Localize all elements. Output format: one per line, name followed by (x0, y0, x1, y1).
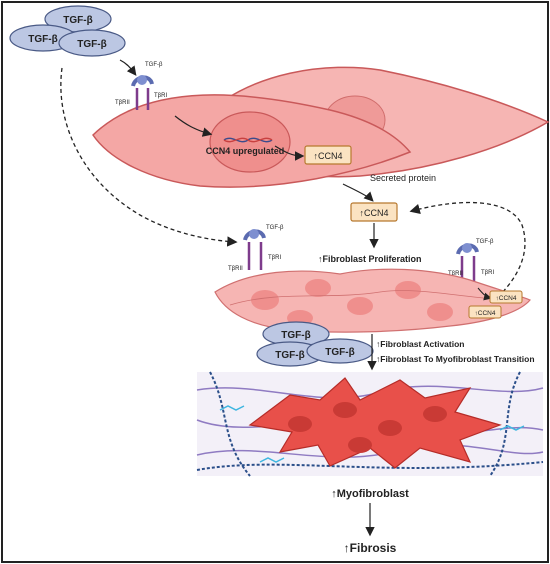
proliferation-label: ↑Fibroblast Proliferation (318, 254, 422, 264)
receptor-type2-label: TβRII (115, 100, 130, 106)
receptor-type1-label: TβRI (268, 255, 281, 261)
ccn4-box (304, 145, 352, 165)
activation-label: ↑Fibroblast Activation (376, 339, 464, 349)
ccn4-box-small (489, 290, 523, 304)
myofibroblast-panel (196, 371, 544, 477)
transition-label: ↑Fibroblast To Myofibroblast Transition (376, 354, 535, 364)
receptor-mid-right: TGF-β TβRII TβRI (448, 239, 494, 284)
front-nucleus (209, 111, 291, 173)
receptor-ligand-icon (137, 75, 147, 85)
fibrosis-label: ↑Fibrosis (344, 541, 397, 555)
tgf-label: TGF-β (63, 15, 92, 26)
ccn4-small-label: ↑CCN4 (475, 310, 496, 317)
tgf-label: TGF-β (325, 347, 354, 358)
receptor-tgf-label: TGF-β (266, 225, 284, 231)
receptor-tgf-label: TGF-β (476, 239, 494, 245)
receptor-type1-label: TβRI (481, 270, 494, 276)
dashed-arrow (60, 67, 238, 247)
dna-icon (223, 137, 273, 143)
receptor-type1-label: TβRI (154, 93, 167, 99)
myofibroblast-label: ↑Myofibroblast (331, 488, 409, 500)
top-cells: CCN4 upregulated (92, 66, 550, 188)
tgf-cluster-top: TGF-β TGF-β TGF-β (9, 5, 126, 57)
ccn4-small-label: ↑CCN4 (496, 295, 517, 302)
tgf-cluster-mid: TGF-β TGF-β TGF-β (256, 321, 374, 367)
tgf-label: TGF-β (77, 39, 106, 50)
receptor-mid-left: TGF-β TβRII TβRI (228, 225, 284, 272)
myofibroblast-cells (248, 377, 502, 469)
fibroblast-layer (214, 268, 531, 333)
receptor-type2-label: TβRII (448, 271, 463, 277)
secreted-label: Secreted protein (370, 173, 436, 183)
dashed-arrow (409, 201, 526, 298)
tgf-ellipse (58, 29, 126, 57)
receptor-tgf-label: TGF-β (145, 62, 163, 68)
ccn4-secreted-label: ↑CCN4 (359, 208, 388, 218)
ccn4-box-small (468, 305, 502, 319)
receptor-top: TGF-β TβRII TβRI (115, 62, 167, 110)
tgf-label: TGF-β (28, 34, 57, 45)
tgf-label: TGF-β (281, 330, 310, 341)
ccn4-label: ↑CCN4 (313, 151, 342, 161)
tgf-label: TGF-β (275, 350, 304, 361)
ccn4-secreted-box (350, 202, 398, 222)
nucleus-label: CCN4 upregulated (206, 146, 285, 156)
receptor-type2-label: TβRII (228, 266, 243, 272)
